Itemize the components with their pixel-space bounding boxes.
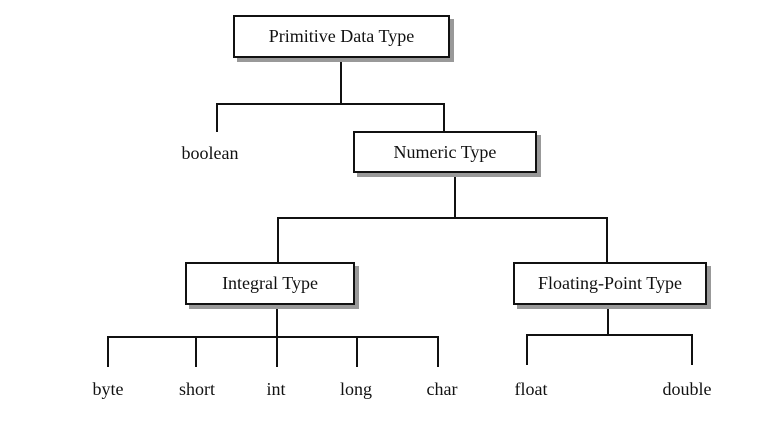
connector-long-drop: [356, 336, 358, 367]
connector-int-drop: [276, 336, 278, 367]
leaf-char: char: [426, 379, 458, 399]
leaf-byte: byte: [92, 379, 124, 399]
connector-numeric-top: [443, 103, 445, 131]
connector-primitive-down: [340, 58, 342, 103]
node-primitive-data-type-label: Primitive Data Type: [268, 26, 415, 46]
connector-integral-top: [277, 217, 279, 262]
leaf-short: short: [179, 379, 215, 399]
connector-rail-floating: [526, 334, 693, 336]
connector-float-drop: [526, 334, 528, 365]
connector-byte-drop: [107, 336, 109, 367]
node-floating-point-type: Floating-Point Type: [513, 262, 707, 305]
connector-numeric-down: [454, 173, 456, 218]
leaf-long: long: [339, 379, 373, 399]
node-integral-type-label: Integral Type: [222, 273, 318, 293]
connector-rail-integral: [107, 336, 439, 338]
connector-integral-down: [276, 305, 278, 338]
node-numeric-type-label: Numeric Type: [393, 141, 497, 162]
leaf-int: int: [266, 379, 286, 399]
node-floating-point-type-label: Floating-Point Type: [538, 273, 682, 293]
connector-rail-level2: [277, 217, 608, 219]
leaf-float: float: [514, 379, 548, 399]
leaf-double: double: [662, 379, 712, 399]
node-numeric-type: Numeric Type: [353, 131, 537, 173]
connector-rail-level1: [216, 103, 445, 105]
connector-char-drop: [437, 336, 439, 367]
connector-floating-down: [607, 305, 609, 336]
connector-floating-top: [606, 217, 608, 262]
node-integral-type: Integral Type: [185, 262, 355, 305]
leaf-boolean: boolean: [181, 143, 239, 163]
connector-double-drop: [691, 334, 693, 365]
node-primitive-data-type: Primitive Data Type: [233, 15, 450, 58]
connector-short-drop: [195, 336, 197, 367]
connector-boolean-drop: [216, 103, 218, 132]
